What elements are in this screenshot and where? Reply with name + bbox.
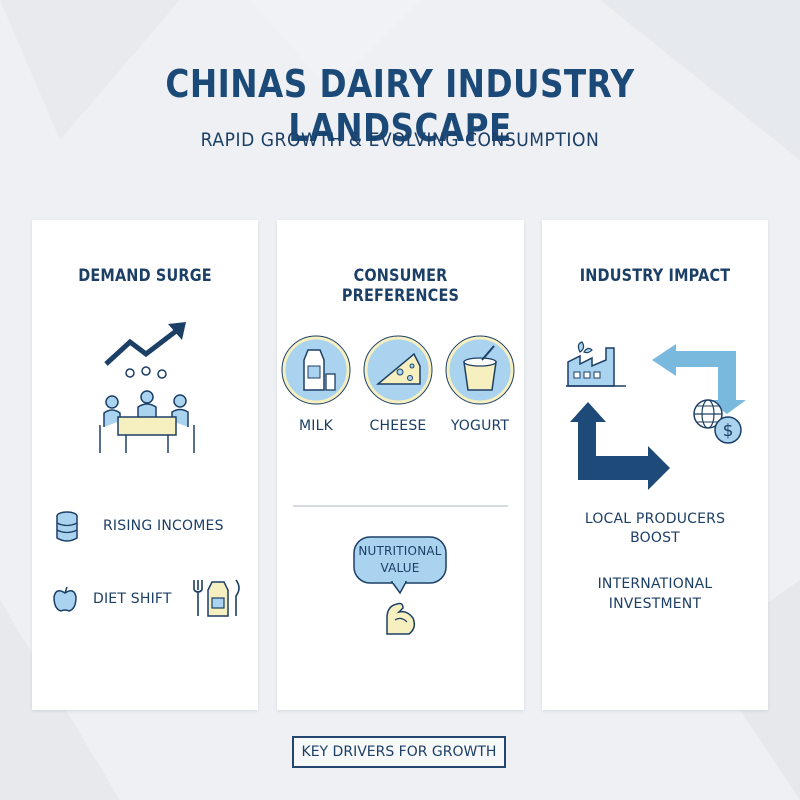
return-arrow-icon bbox=[652, 344, 746, 414]
panel-title: INDUSTRY IMPACT bbox=[579, 266, 731, 286]
panel-industry-impact: INDUSTRY IMPACT $ LOCAL PRODUCERS BOOST … bbox=[542, 220, 768, 710]
milk-label: MILK bbox=[299, 418, 333, 434]
local-producers-line2: BOOST bbox=[630, 530, 680, 546]
panel-title: DEMAND SURGE bbox=[78, 266, 212, 286]
growth-arrow-icon bbox=[104, 322, 186, 366]
yogurt-icon bbox=[445, 335, 515, 405]
cheese-label: CHEESE bbox=[369, 418, 427, 434]
panel-consumer-preferences: CONSUMER PREFERENCES MILK CHEESE YOGURT … bbox=[277, 220, 524, 710]
international-line1: INTERNATIONAL bbox=[597, 576, 713, 592]
nutritional-line2: VALUE bbox=[380, 561, 420, 575]
local-producers-line1: LOCAL PRODUCERS bbox=[584, 511, 726, 527]
section-divider bbox=[293, 505, 508, 507]
global-finance-icon: $ bbox=[693, 399, 742, 444]
apple-icon bbox=[53, 586, 77, 612]
flexed-arm-icon bbox=[386, 602, 416, 635]
factory-icon bbox=[566, 341, 626, 387]
panel-title: CONSUMER PREFERENCES bbox=[341, 266, 460, 306]
rising-incomes-label: RISING INCOMES bbox=[103, 518, 224, 534]
coins-icon bbox=[56, 511, 78, 542]
international-line2: INVESTMENT bbox=[608, 596, 702, 612]
page-subtitle: RAPID GROWTH & EVOLVING CONSUMPTION bbox=[200, 129, 600, 151]
yogurt-label: YOGURT bbox=[450, 418, 510, 434]
cheese-icon bbox=[363, 335, 433, 405]
panel-demand-surge: DEMAND SURGE RISING INCOMES DIET SHIFT bbox=[32, 220, 258, 710]
family-dining-icon bbox=[99, 366, 195, 453]
meal-carton-icon bbox=[193, 579, 240, 617]
growth-corner-arrow-icon bbox=[570, 402, 670, 490]
svg-text:$: $ bbox=[723, 421, 734, 441]
diet-shift-label: DIET SHIFT bbox=[93, 591, 172, 607]
page-title: CHINAS DAIRY INDUSTRY LANDSCAPE bbox=[165, 62, 635, 150]
milk-carton-icon bbox=[281, 335, 351, 405]
speech-bubble bbox=[353, 536, 447, 595]
nutritional-line1: NUTRITIONAL bbox=[358, 544, 442, 558]
key-drivers-button[interactable]: KEY DRIVERS FOR GROWTH bbox=[292, 736, 506, 768]
